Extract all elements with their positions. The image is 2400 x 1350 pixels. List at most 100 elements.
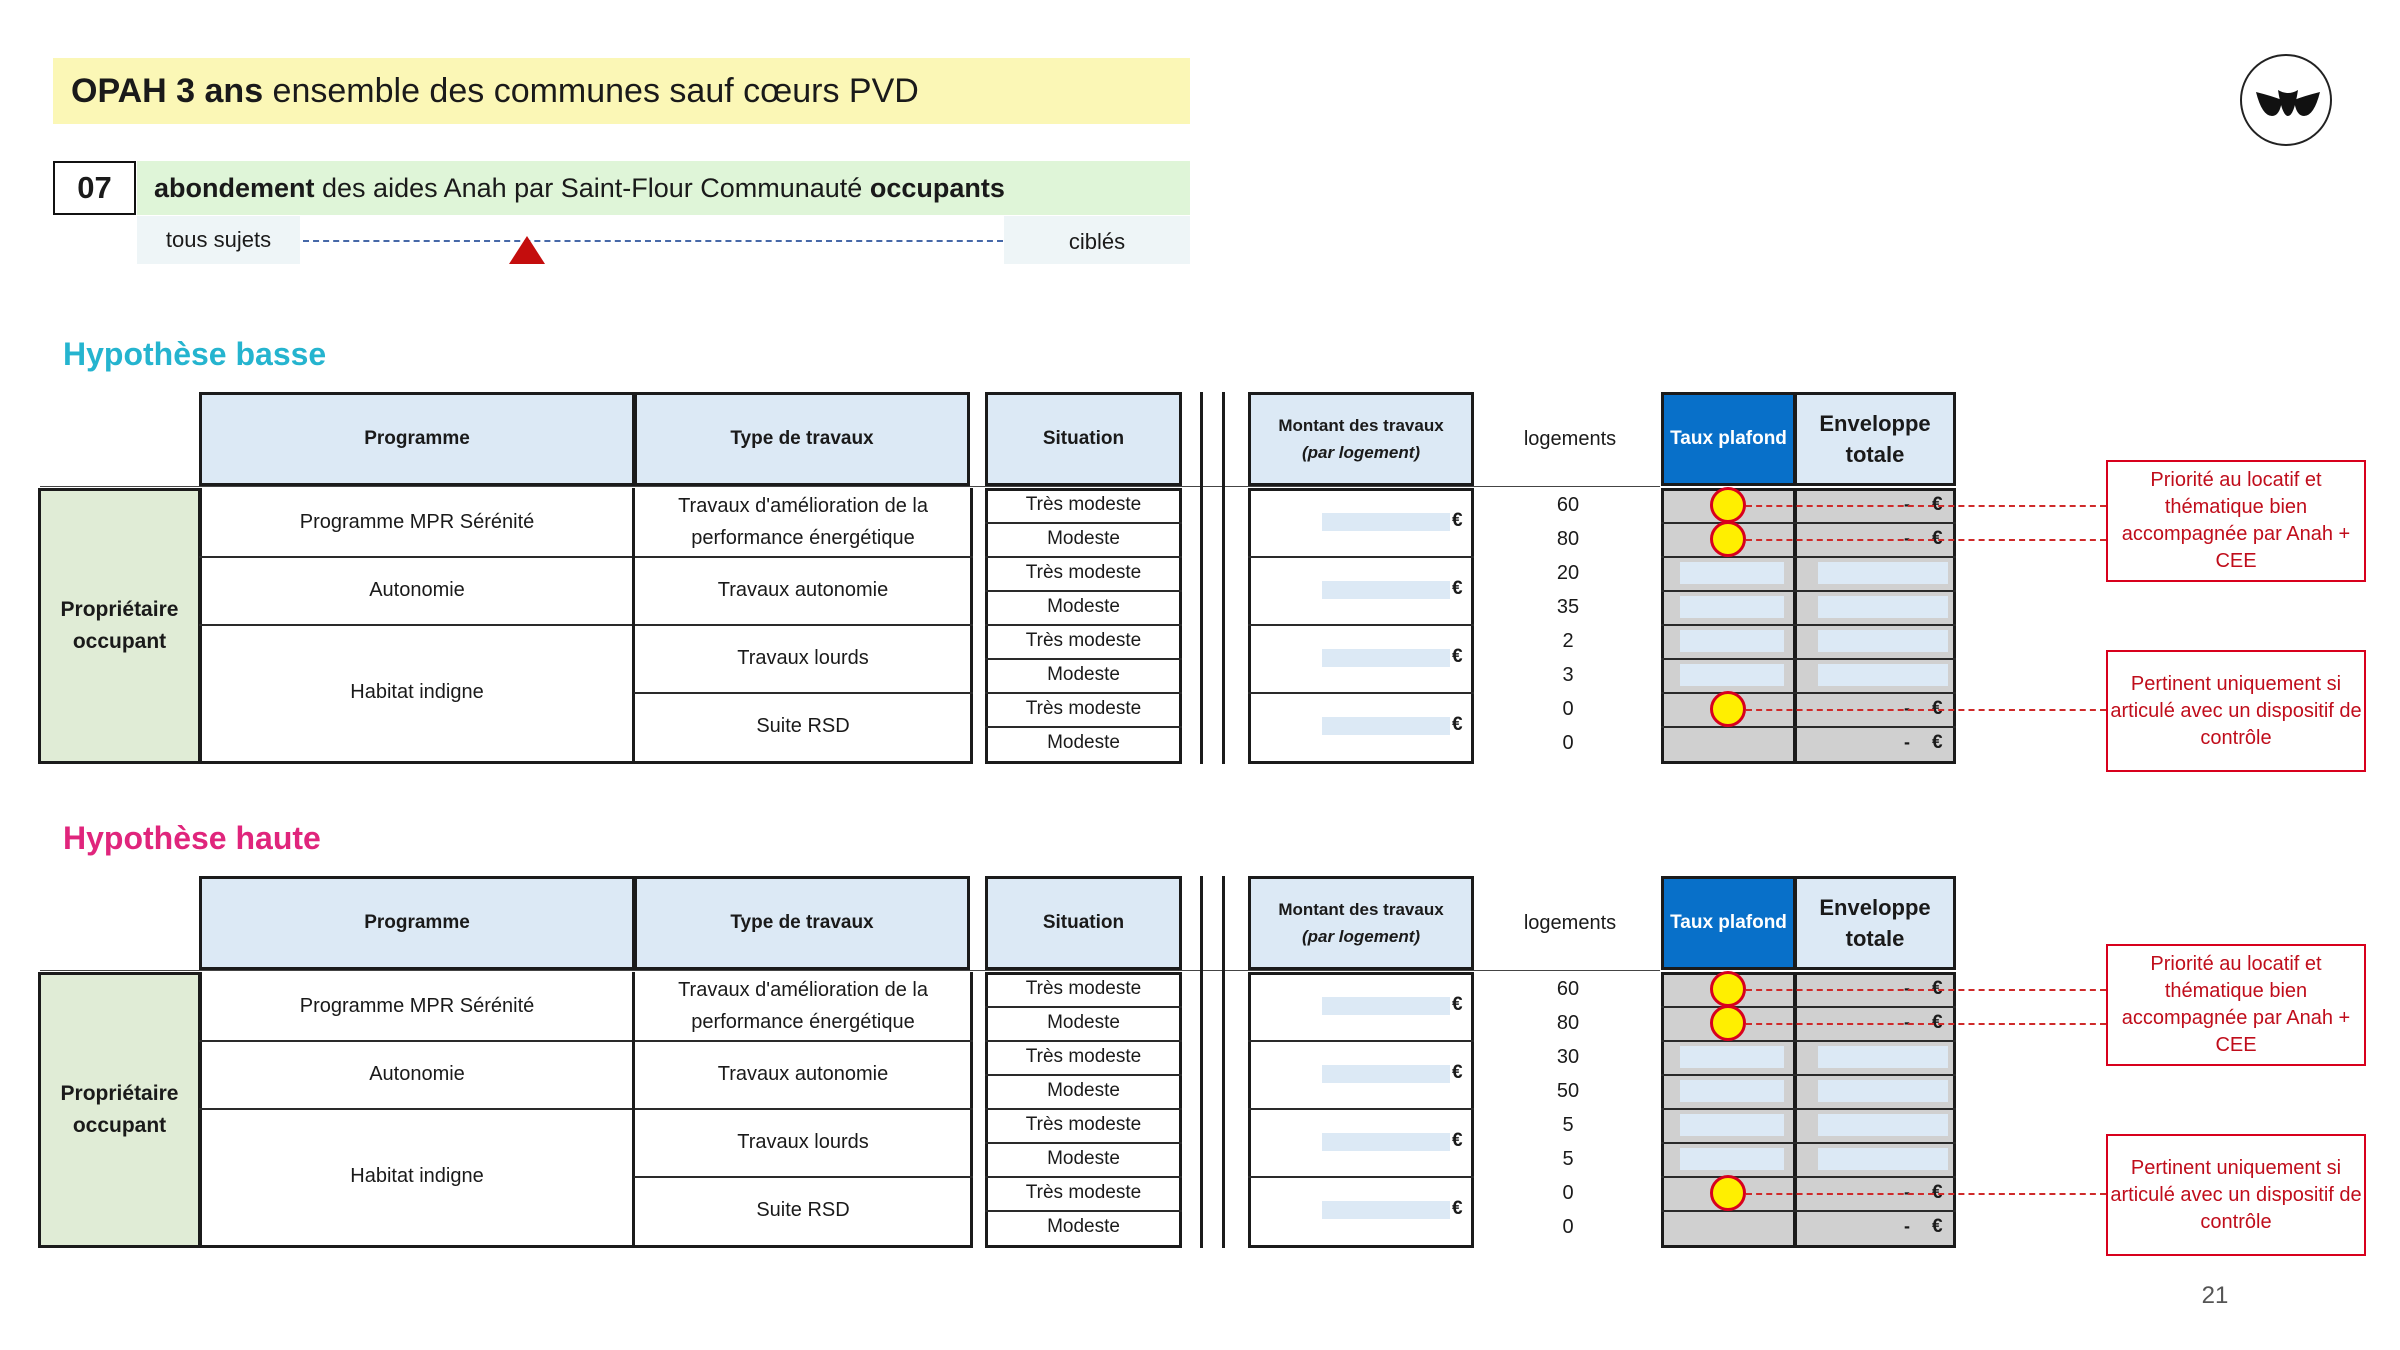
logements-value: 0 — [1562, 1216, 1574, 1238]
header-programme: Programme — [199, 392, 635, 486]
taux-input[interactable] — [1680, 664, 1784, 686]
row-divider — [1248, 1108, 1474, 1110]
montant-input[interactable] — [1322, 513, 1450, 531]
euro-sign: € — [1932, 978, 1943, 999]
enveloppe-input[interactable] — [1818, 596, 1948, 618]
type-travaux-cell: Travaux autonomie — [717, 1063, 889, 1085]
measure-label: abondement des aides Anah par Saint-Flou… — [137, 161, 1190, 215]
situation-cell: Modeste — [1047, 1216, 1120, 1237]
type-travaux-cell: Travaux autonomie — [717, 579, 889, 601]
logements-value: 0 — [1562, 732, 1574, 754]
montant-input[interactable] — [1322, 717, 1450, 735]
row-divider — [1248, 1176, 1474, 1178]
targeting-scale — [303, 240, 1003, 242]
programme-cell: Autonomie — [369, 579, 465, 601]
scale-left-label: tous sujets — [137, 216, 300, 264]
header-programme: Programme — [199, 876, 635, 970]
header-montant: Montant des travaux(par logement) — [1248, 392, 1474, 486]
row-divider — [1661, 692, 1956, 694]
taux-input[interactable] — [1680, 1046, 1784, 1068]
enveloppe-input[interactable] — [1818, 664, 1948, 686]
situation-cell: Très modeste — [1025, 698, 1142, 719]
row-divider — [985, 1142, 1182, 1144]
euro-sign: € — [1932, 698, 1943, 719]
taux-input[interactable] — [1680, 1114, 1784, 1136]
header-enveloppe: Enveloppe totale — [1794, 392, 1956, 486]
euro-sign: € — [1932, 1182, 1943, 1203]
page-title: OPAH 3 ans ensemble des communes sauf cœ… — [53, 58, 1190, 124]
row-divider — [985, 522, 1182, 524]
enveloppe-dash: - — [1904, 494, 1910, 514]
montant-input[interactable] — [1322, 1201, 1450, 1219]
euro-sign: € — [1452, 578, 1463, 599]
header-enveloppe: Enveloppe totale — [1794, 876, 1956, 970]
programme-table-body — [199, 488, 973, 764]
row-divider — [985, 726, 1182, 728]
taux-input[interactable] — [1680, 1080, 1784, 1102]
situation-cell: Modeste — [1047, 664, 1120, 685]
header-logements: logements — [1523, 912, 1617, 934]
row-divider — [199, 1108, 973, 1110]
montant-input[interactable] — [1322, 1065, 1450, 1083]
header-situation: Situation — [985, 392, 1182, 486]
euro-sign: € — [1452, 1198, 1463, 1219]
header-taux-plafond: Taux plafond — [1661, 876, 1796, 970]
taux-input[interactable] — [1680, 1148, 1784, 1170]
taux-input[interactable] — [1680, 562, 1784, 584]
logements-value: 80 — [1556, 528, 1580, 550]
row-divider — [985, 590, 1182, 592]
note-priorite-locatif: Priorité au locatif et thématique bien a… — [2106, 460, 2366, 582]
header-montant-label: Montant des travaux — [1278, 416, 1444, 435]
scale-right-label: ciblés — [1004, 216, 1190, 264]
enveloppe-input[interactable] — [1818, 562, 1948, 584]
enveloppe-input[interactable] — [1818, 1046, 1948, 1068]
measure-number: 07 — [53, 161, 136, 215]
enveloppe-dash: - — [1904, 698, 1910, 718]
header-montant-label: Montant des travaux — [1278, 900, 1444, 919]
enveloppe-input[interactable] — [1818, 1080, 1948, 1102]
montant-input[interactable] — [1322, 997, 1450, 1015]
category-proprietaire-occupant: Propriétaire occupant — [38, 488, 202, 764]
enveloppe-input[interactable] — [1818, 630, 1948, 652]
enveloppe-dash: - — [1904, 1216, 1910, 1236]
enveloppe-dash: - — [1904, 732, 1910, 752]
connector-line — [1746, 505, 2106, 507]
logements-value: 3 — [1562, 664, 1574, 686]
logements-value: 20 — [1556, 562, 1580, 584]
note-pertinent-controle: Pertinent uniquement si articulé avec un… — [2106, 650, 2366, 772]
scale-marker-icon — [509, 236, 545, 264]
situation-cell: Très modeste — [1025, 978, 1142, 999]
header-type-travaux: Type de travaux — [634, 876, 970, 970]
row-divider — [1248, 556, 1474, 558]
enveloppe-input[interactable] — [1818, 1114, 1948, 1136]
montant-input[interactable] — [1322, 1133, 1450, 1151]
type-travaux-cell: Travaux d'amélioration de la performance… — [678, 495, 928, 549]
double-bar-left — [1200, 392, 1203, 764]
enveloppe-dash: - — [1904, 978, 1910, 998]
programme-cell: Autonomie — [369, 1063, 465, 1085]
header-logements: logements — [1523, 428, 1617, 450]
connector-line — [1746, 709, 2106, 711]
situation-cell: Modeste — [1047, 528, 1120, 549]
row-divider — [985, 556, 1182, 558]
enveloppe-input[interactable] — [1818, 1148, 1948, 1170]
section-title: Hypothèse basse — [63, 336, 327, 372]
type-travaux-cell: Travaux d'amélioration de la performance… — [678, 979, 928, 1033]
taux-input[interactable] — [1680, 596, 1784, 618]
logements-value: 50 — [1556, 1080, 1580, 1102]
montant-input[interactable] — [1322, 581, 1450, 599]
flag-circle-icon — [1710, 487, 1746, 523]
header-type-travaux: Type de travaux — [634, 392, 970, 486]
enveloppe-column — [1794, 972, 1956, 1248]
enveloppe-dash: - — [1904, 528, 1910, 548]
row-divider — [199, 556, 973, 558]
row-divider — [985, 1040, 1182, 1042]
note-priorite-locatif: Priorité au locatif et thématique bien a… — [2106, 944, 2366, 1066]
type-travaux-cell: Suite RSD — [756, 1199, 850, 1221]
taux-input[interactable] — [1680, 630, 1784, 652]
column-divider — [632, 488, 635, 762]
flag-circle-icon — [1710, 521, 1746, 557]
logements-value: 2 — [1562, 630, 1574, 652]
section-title: Hypothèse haute — [63, 820, 321, 856]
montant-input[interactable] — [1322, 649, 1450, 667]
